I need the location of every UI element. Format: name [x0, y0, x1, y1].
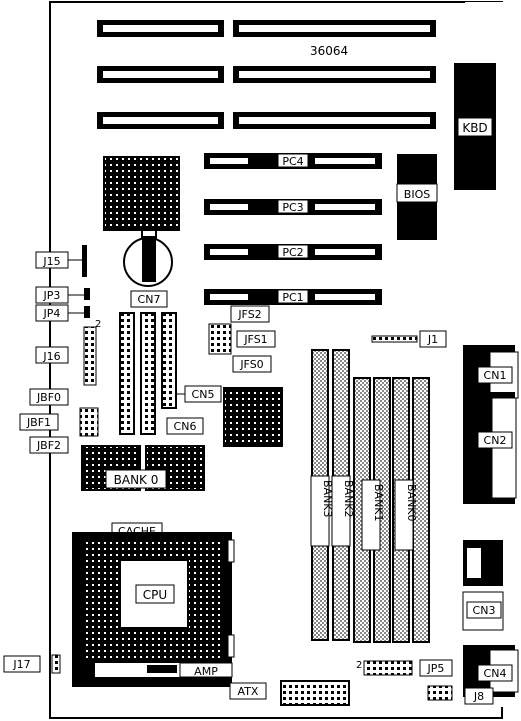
simm-bank2-label: BANK2 [342, 480, 355, 518]
cn4-label: CN4 [484, 667, 507, 680]
pc4-label: PC4 [282, 155, 303, 168]
bank0-cache-label: BANK 0 [114, 473, 159, 487]
j16-header [83, 326, 97, 386]
j16-label-box [35, 346, 69, 364]
cn6-label: CN6 [174, 420, 197, 433]
jbf1-label-box [19, 413, 59, 431]
cn7-connector [119, 312, 135, 435]
jp5-label: JP5 [427, 662, 445, 675]
cn7-label: CN7 [138, 293, 161, 306]
simm-slots: BANK3 BANK2 BANK1 BANK0 [310, 349, 430, 643]
cn3-label: CN3 [473, 604, 496, 617]
chipset-large [103, 156, 180, 231]
j8-label-box [464, 687, 494, 705]
j17-label-box [3, 655, 41, 673]
pc2-label: PC2 [282, 246, 303, 259]
jp3-label: JP3 [43, 289, 61, 302]
simm-bank3-label: BANK3 [321, 480, 334, 518]
j17-label: J17 [12, 658, 30, 671]
bios-label: BIOS [404, 188, 430, 201]
kbd-label: KBD [462, 121, 487, 135]
j8-label: J8 [473, 690, 484, 703]
j16-label: J16 [42, 350, 60, 363]
cn7-label-box [130, 290, 168, 308]
cpu-label: CPU [143, 588, 167, 602]
pci-slots: PC4 PC3 PC2 PC1 [204, 153, 382, 305]
simm-bank1-label: BANK1 [372, 484, 385, 522]
pc3-label: PC3 [282, 201, 303, 214]
jfs0-label: JFS0 [239, 358, 263, 371]
jbf2-label: JBF2 [36, 439, 61, 452]
amp-label: AMP [194, 665, 218, 678]
j1-header [371, 335, 418, 343]
jbf0-label-box [29, 388, 69, 406]
jfs1-label: JFS1 [243, 333, 267, 346]
j17-header [51, 654, 61, 674]
cn6-label-box [166, 417, 204, 435]
cn1-label-box [477, 366, 513, 384]
chipset-small [223, 387, 283, 447]
jbf-headers [79, 407, 99, 437]
jp5-label-box [419, 659, 453, 677]
jbf2-label-box [29, 436, 69, 454]
jp5-pin2: 2 [356, 660, 362, 671]
cn4-label-box [477, 664, 513, 682]
jp4-label: JP4 [43, 307, 61, 320]
j15-label: J15 [42, 255, 60, 268]
atx-label-box [229, 682, 267, 700]
jp5-header [363, 660, 413, 676]
cn2-label: CN2 [484, 434, 507, 447]
simm-bank0-label: BANK0 [405, 484, 418, 522]
cn5-connector [161, 312, 177, 409]
jbf0-label: JBF0 [36, 391, 61, 404]
cn1-label: CN1 [484, 369, 507, 382]
jp3-header [84, 288, 90, 300]
atx-connector [280, 680, 350, 706]
cn3-label-box [466, 601, 502, 619]
jfs-headers [208, 323, 232, 355]
j15-header [82, 245, 87, 277]
pc1-label: PC1 [282, 291, 303, 304]
isa-slots [97, 20, 436, 129]
jfs0-label-box [232, 355, 272, 373]
jfs2-label-box [230, 305, 270, 323]
bank0-cache-box [105, 469, 167, 489]
j1-label: J1 [427, 333, 438, 346]
cpu-socket: CPU AMP [72, 532, 235, 687]
atx-label: ATX [238, 685, 259, 698]
battery [123, 229, 173, 287]
cn6-connector [140, 312, 156, 435]
jfs1-label-box [236, 330, 276, 348]
j8-header [427, 685, 453, 701]
j1-label-box [419, 330, 447, 348]
board-id-text: 36064 [310, 44, 348, 58]
jp4-header [84, 306, 90, 318]
jfs2-label: JFS2 [237, 308, 261, 321]
cn2-label-box [477, 431, 513, 449]
cn5-label: CN5 [192, 388, 215, 401]
j16-pin2: 2 [95, 319, 101, 330]
jbf1-label: JBF1 [26, 416, 51, 429]
